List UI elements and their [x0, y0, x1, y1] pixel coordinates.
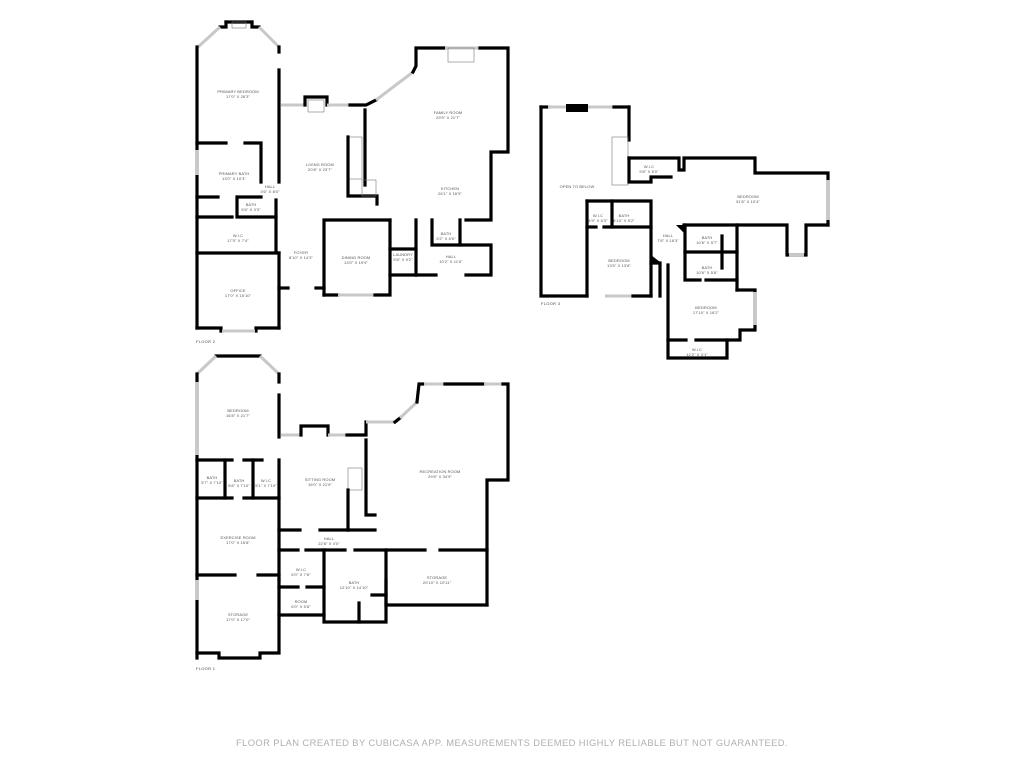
floor-1-walls [195, 354, 510, 660]
floor-3-label: FLOOR 3 [541, 301, 561, 306]
room-label-wic: W.I.C9'8" x 5'0" [639, 164, 659, 174]
floor-2-walls [195, 20, 510, 333]
room-label-wic: W.I.C12'2" x 3'1" [686, 347, 708, 357]
room-label-wic: W.I.C5'1" x 7'10" [255, 478, 277, 488]
floor-3-walls [539, 104, 830, 360]
room-label-wic: W.I.C4'9" x 5'3" [588, 213, 608, 223]
floor-1-label: FLOOR 1 [196, 666, 216, 671]
disclaimer-footer: FLOOR PLAN CREATED BY CUBICASA APP. MEAS… [236, 737, 788, 748]
floor-2-label: FLOOR 2 [196, 339, 216, 344]
room-label-wic: W.I.C17'0" x 7'4" [227, 233, 249, 243]
room-label-open-to-below: OPEN TO BELOW [559, 184, 595, 189]
room-label-wic: W.I.C6'0" x 7'8" [291, 567, 311, 577]
